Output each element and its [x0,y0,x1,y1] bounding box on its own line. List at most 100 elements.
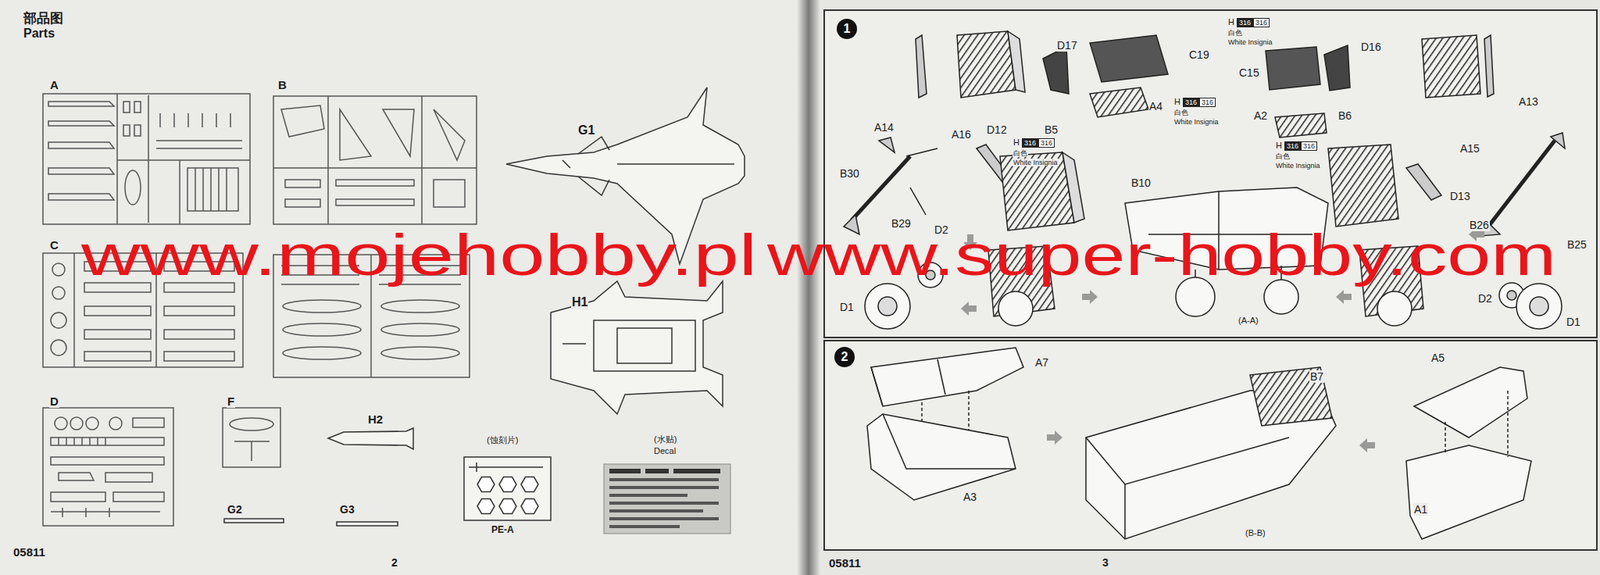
fuselage-parts [550,281,723,415]
decal-sheet [609,485,719,490]
sprue-d [42,407,174,526]
decal-sheet [603,464,731,534]
landing-gear-art [957,31,1016,98]
part-label: D17 [1056,39,1079,52]
intake-art [1250,367,1333,426]
fuselage-parts [562,136,735,196]
intake-art [882,414,1016,469]
paint-code: 316 [1300,141,1318,151]
sprue-f [222,407,281,468]
sprue-b [421,96,423,225]
sprue-c [164,329,235,340]
intake-art [1085,437,1290,540]
part-label: B25 [1566,238,1588,251]
part-label: H2 [367,412,384,426]
sprue-d [70,417,83,430]
part-label: (A-A) [1237,315,1260,326]
assembly-arrows [1359,438,1375,453]
sprue-e [381,300,460,313]
photo-etch-fret [477,477,495,493]
part-label: A16 [950,128,972,141]
photo-etch-fret [464,457,551,521]
part-label: A4 [1148,100,1164,113]
intake-art [867,347,1532,540]
landing-gear-art [851,156,911,221]
landing-gear-art [1516,283,1562,329]
assembly-arrows [1046,430,1063,445]
part-label: D13 [1449,189,1472,203]
sprue-f [229,417,274,431]
sprue-a [42,93,250,225]
page-ground [808,0,1600,575]
part-label: 3 [1101,556,1110,569]
sprue-d [50,437,165,446]
step-number: 1 [836,18,858,40]
paint-code: 316 [1253,17,1270,28]
landing-gear-art [1265,46,1321,90]
landing-gear-art [1328,144,1399,227]
part-label: 05811 [828,556,862,570]
decal-sheet [609,478,719,482]
part-label: (B-B) [1244,528,1267,539]
landing-gear-art [1089,35,1168,83]
sprue-d [109,417,122,430]
decal-sheet [609,468,641,474]
sprue-a [48,101,115,107]
paint-code: 316 [1182,97,1200,108]
decal-sheet [603,464,731,534]
sprue-b [281,105,325,137]
intake-art [871,347,1024,407]
landing-gear-art [1062,152,1085,223]
sprue-d [50,457,165,465]
landing-gear-art [1275,113,1327,138]
step-panels [824,340,1597,550]
sprue-d [54,417,68,430]
landing-gear-art [915,35,927,98]
watermark: www.mojehobby.pl [81,226,758,285]
part-label: C [49,238,60,252]
sprue-a [134,101,141,113]
landing-gear-art [1089,87,1149,118]
photo-etch-fret [499,499,517,515]
photo-etch-fret [521,477,539,493]
step-panels [824,10,1597,338]
part-label: White Insignia [1173,117,1220,126]
landing-gear-art [1507,290,1517,300]
part-label: White Insignia [1012,158,1059,167]
part-label: G1 [577,123,596,138]
paint-code: 316 [1021,138,1039,148]
part-label: 白色 [1012,149,1029,158]
landing-gear-art [878,296,897,316]
part-label: A14 [873,121,895,134]
fuselage-parts [336,521,398,526]
part-label: A13 [1517,95,1540,108]
part-label: A [49,78,60,92]
sprue-e [282,300,361,313]
part-label: A15 [1459,142,1481,155]
part-label: White Insignia [1227,38,1274,47]
sprue-a [123,125,130,136]
sprue-a [42,93,250,225]
sprue-c [73,253,75,368]
page-ground [0,0,809,575]
sprue-f [222,407,281,468]
fuselage-parts [562,320,696,372]
part-label: D1 [1565,315,1582,329]
step-number-text: 1 [843,21,851,36]
sprue-b [433,109,465,208]
part-label: D [49,394,60,408]
intake-art [1406,445,1532,540]
sprue-f [250,441,253,461]
part-label: A2 [1253,109,1268,122]
sprue-a [48,193,115,200]
decal-sheet [609,501,719,505]
assembly-arrows [1082,289,1098,304]
part-label: H [1275,140,1283,151]
part-label: G2 [226,503,243,516]
fuselage-parts [224,87,745,526]
sprue-d [58,472,153,483]
sprue-b [327,96,329,225]
sprue-c [84,351,151,361]
